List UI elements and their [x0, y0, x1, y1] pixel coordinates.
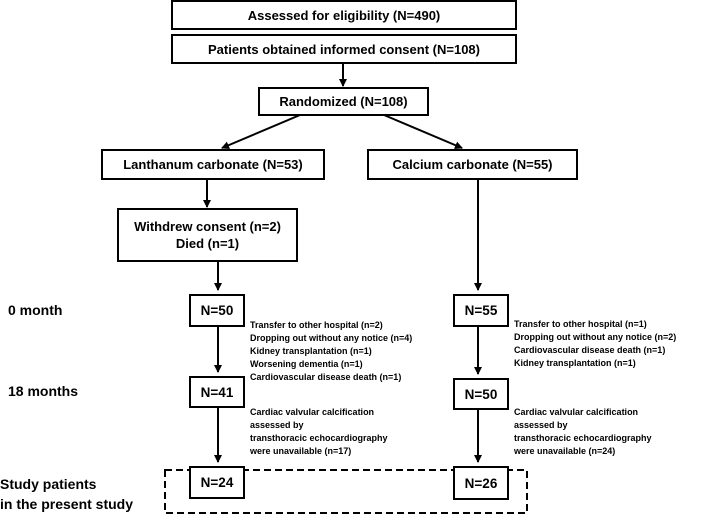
note-line: Kidney transplantation (n=1)	[250, 346, 372, 356]
lanthanum-0-month-box: N=50	[189, 294, 245, 327]
note-line: assessed by	[514, 420, 568, 430]
randomized-box: Randomized (N=108)	[258, 87, 429, 116]
withdrew-line-2: Died (n=1)	[175, 236, 240, 251]
left-dropout-notes: Transfer to other hospital (n=2) Droppin…	[250, 319, 412, 384]
note-line: were unavailable (n=24)	[514, 446, 616, 456]
consent-box: Patients obtained informed consent (N=10…	[171, 34, 517, 64]
note-line: Cardiac valvular calcification	[250, 407, 375, 417]
lanthanum-box: Lanthanum carbonate (N=53)	[101, 149, 325, 180]
label-18-months: 18 months	[8, 383, 79, 399]
note-line: Cardiovascular disease death (n=1)	[250, 372, 402, 382]
label-0-month: 0 month	[8, 302, 63, 318]
lanthanum-study-box: N=24	[189, 466, 245, 499]
note-line: Kidney transplantation (n=1)	[514, 358, 636, 368]
label-study-line-2: in the present study	[0, 496, 134, 512]
right-unavailable-notes: Cardiac valvular calcification assessed …	[514, 406, 652, 458]
calcium-0-month-box: N=55	[453, 294, 509, 327]
note-line: Cardiac valvular calcification	[514, 407, 639, 417]
note-line: Dropping out without any notice (n=2)	[514, 332, 677, 342]
note-line: Transfer to other hospital (n=2)	[250, 320, 383, 330]
arrow-randomized-to-calcium	[383, 114, 463, 149]
arrow-randomized-to-lanthanum	[221, 114, 301, 149]
note-line: were unavailable (n=17)	[250, 446, 352, 456]
note-line: Dropping out without any notice (n=4)	[250, 333, 413, 343]
right-dropout-notes: Transfer to other hospital (n=1) Droppin…	[514, 318, 676, 370]
calcium-study-box: N=26	[453, 466, 509, 500]
withdrew-line-1: Withdrew consent (n=2)	[134, 219, 281, 234]
label-study-line-1: Study patients	[0, 476, 97, 492]
note-line: Worsening dementia (n=1)	[250, 359, 363, 369]
note-line: assessed by	[250, 420, 304, 430]
calcium-18-month-box: N=50	[453, 378, 509, 410]
calcium-box: Calcium carbonate (N=55)	[367, 149, 578, 180]
note-line: transthoracic echocardiography	[514, 433, 652, 443]
label-study-patients: Study patients in the present study	[0, 474, 133, 514]
note-line: Transfer to other hospital (n=1)	[514, 319, 647, 329]
withdrew-box: Withdrew consent (n=2) Died (n=1)	[117, 208, 298, 262]
note-line: transthoracic echocardiography	[250, 433, 388, 443]
note-line: Cardiovascular disease death (n=1)	[514, 345, 666, 355]
left-unavailable-notes: Cardiac valvular calcification assessed …	[250, 406, 388, 458]
lanthanum-18-month-box: N=41	[189, 376, 245, 408]
study-dashed-box	[164, 469, 528, 514]
assessed-box: Assessed for eligibility (N=490)	[171, 0, 517, 30]
